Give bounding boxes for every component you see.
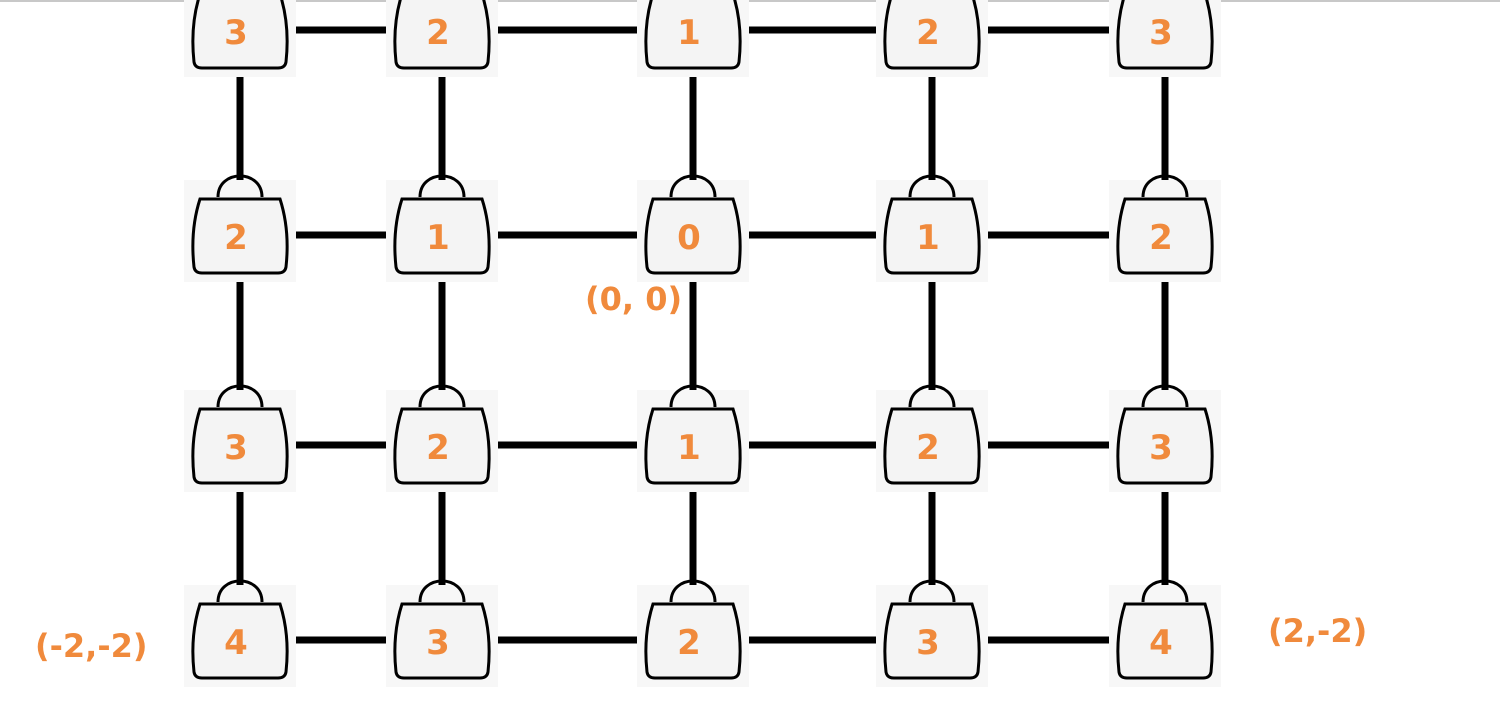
- shopping-bag-icon: [883, 0, 981, 70]
- shopping-bag-icon: [1116, 407, 1214, 485]
- bag-distance-label: 3: [1149, 428, 1173, 468]
- bag-handle: [216, 384, 264, 408]
- bag-distance-label: 2: [1149, 218, 1173, 258]
- shopping-bag-icon: [883, 602, 981, 680]
- bag-node: 4: [184, 579, 296, 687]
- bottom-left-coordinate-label: (-2,-2): [35, 627, 148, 665]
- shopping-bag-icon: [191, 0, 289, 70]
- bag-distance-label: 1: [426, 218, 450, 258]
- bag-distance-label: 2: [916, 13, 940, 53]
- shopping-bag-icon: [191, 407, 289, 485]
- bag-node: 3: [184, 0, 296, 77]
- bag-handle: [669, 579, 717, 603]
- shopping-bag-icon: [393, 407, 491, 485]
- shopping-bag-icon: [644, 602, 742, 680]
- shopping-bag-icon: [1116, 0, 1214, 70]
- bag-distance-label: 4: [1149, 623, 1173, 663]
- bag-handle: [1141, 384, 1189, 408]
- bag-node: 1: [637, 0, 749, 77]
- bag-distance-label: 2: [677, 623, 701, 663]
- bag-node: 3: [1109, 384, 1221, 492]
- bag-node: 2: [876, 384, 988, 492]
- bag-node: 3: [184, 384, 296, 492]
- bag-handle: [216, 579, 264, 603]
- shopping-bag-icon: [1116, 602, 1214, 680]
- bag-handle: [669, 384, 717, 408]
- shopping-bag-icon: [883, 197, 981, 275]
- bag-distance-label: 2: [916, 428, 940, 468]
- shopping-bag-icon: [191, 197, 289, 275]
- origin-coordinate-label: (0, 0): [585, 280, 683, 318]
- bag-handle: [216, 174, 264, 198]
- bag-distance-label: 1: [916, 218, 940, 258]
- bag-distance-label: 3: [224, 13, 248, 53]
- bag-handle: [908, 384, 956, 408]
- bag-node: 3: [386, 579, 498, 687]
- bag-handle: [908, 579, 956, 603]
- bag-node: 4: [1109, 579, 1221, 687]
- bag-node: 2: [386, 384, 498, 492]
- bag-node: 1: [386, 174, 498, 282]
- bag-distance-label: 1: [677, 428, 701, 468]
- bag-distance-label: 2: [224, 218, 248, 258]
- bag-handle: [418, 174, 466, 198]
- bag-handle: [418, 384, 466, 408]
- shopping-bag-icon: [883, 407, 981, 485]
- bag-node: 3: [876, 579, 988, 687]
- shopping-bag-icon: [393, 0, 491, 70]
- top-border-line: [0, 0, 1500, 2]
- grid-edges: [236, 26, 1169, 644]
- bag-node: 2: [386, 0, 498, 77]
- shopping-bag-icon: [644, 197, 742, 275]
- grid-nodes: 3 2 1 2 3 2 1 0 1 2 3 2 1 2 3 4 3 2 3 4: [184, 0, 1221, 687]
- bag-distance-label: 3: [1149, 13, 1173, 53]
- bag-distance-label: 3: [916, 623, 940, 663]
- bag-distance-label: 2: [426, 428, 450, 468]
- bag-distance-label: 0: [677, 218, 701, 258]
- bag-node: 2: [637, 579, 749, 687]
- bag-handle: [1141, 579, 1189, 603]
- bag-handle: [669, 174, 717, 198]
- bag-node: 2: [876, 0, 988, 77]
- shopping-bag-icon: [393, 197, 491, 275]
- bag-distance-label: 2: [426, 13, 450, 53]
- shopping-bag-icon: [1116, 197, 1214, 275]
- bag-node: 1: [637, 384, 749, 492]
- bag-node: 2: [1109, 174, 1221, 282]
- bag-node: 3: [1109, 0, 1221, 77]
- bag-node: 0: [637, 174, 749, 282]
- bottom-right-coordinate-label: (2,-2): [1268, 612, 1368, 650]
- shopping-bag-icon: [644, 0, 742, 70]
- bag-node: 1: [876, 174, 988, 282]
- bag-distance-label: 3: [224, 428, 248, 468]
- bag-handle: [418, 579, 466, 603]
- bag-distance-label: 4: [224, 623, 248, 663]
- bag-handle: [1141, 174, 1189, 198]
- bag-distance-label: 3: [426, 623, 450, 663]
- bag-distance-label: 1: [677, 13, 701, 53]
- bag-node: 2: [184, 174, 296, 282]
- shopping-bag-icon: [393, 602, 491, 680]
- shopping-bag-icon: [191, 602, 289, 680]
- bag-handle: [908, 174, 956, 198]
- shopping-bag-icon: [644, 407, 742, 485]
